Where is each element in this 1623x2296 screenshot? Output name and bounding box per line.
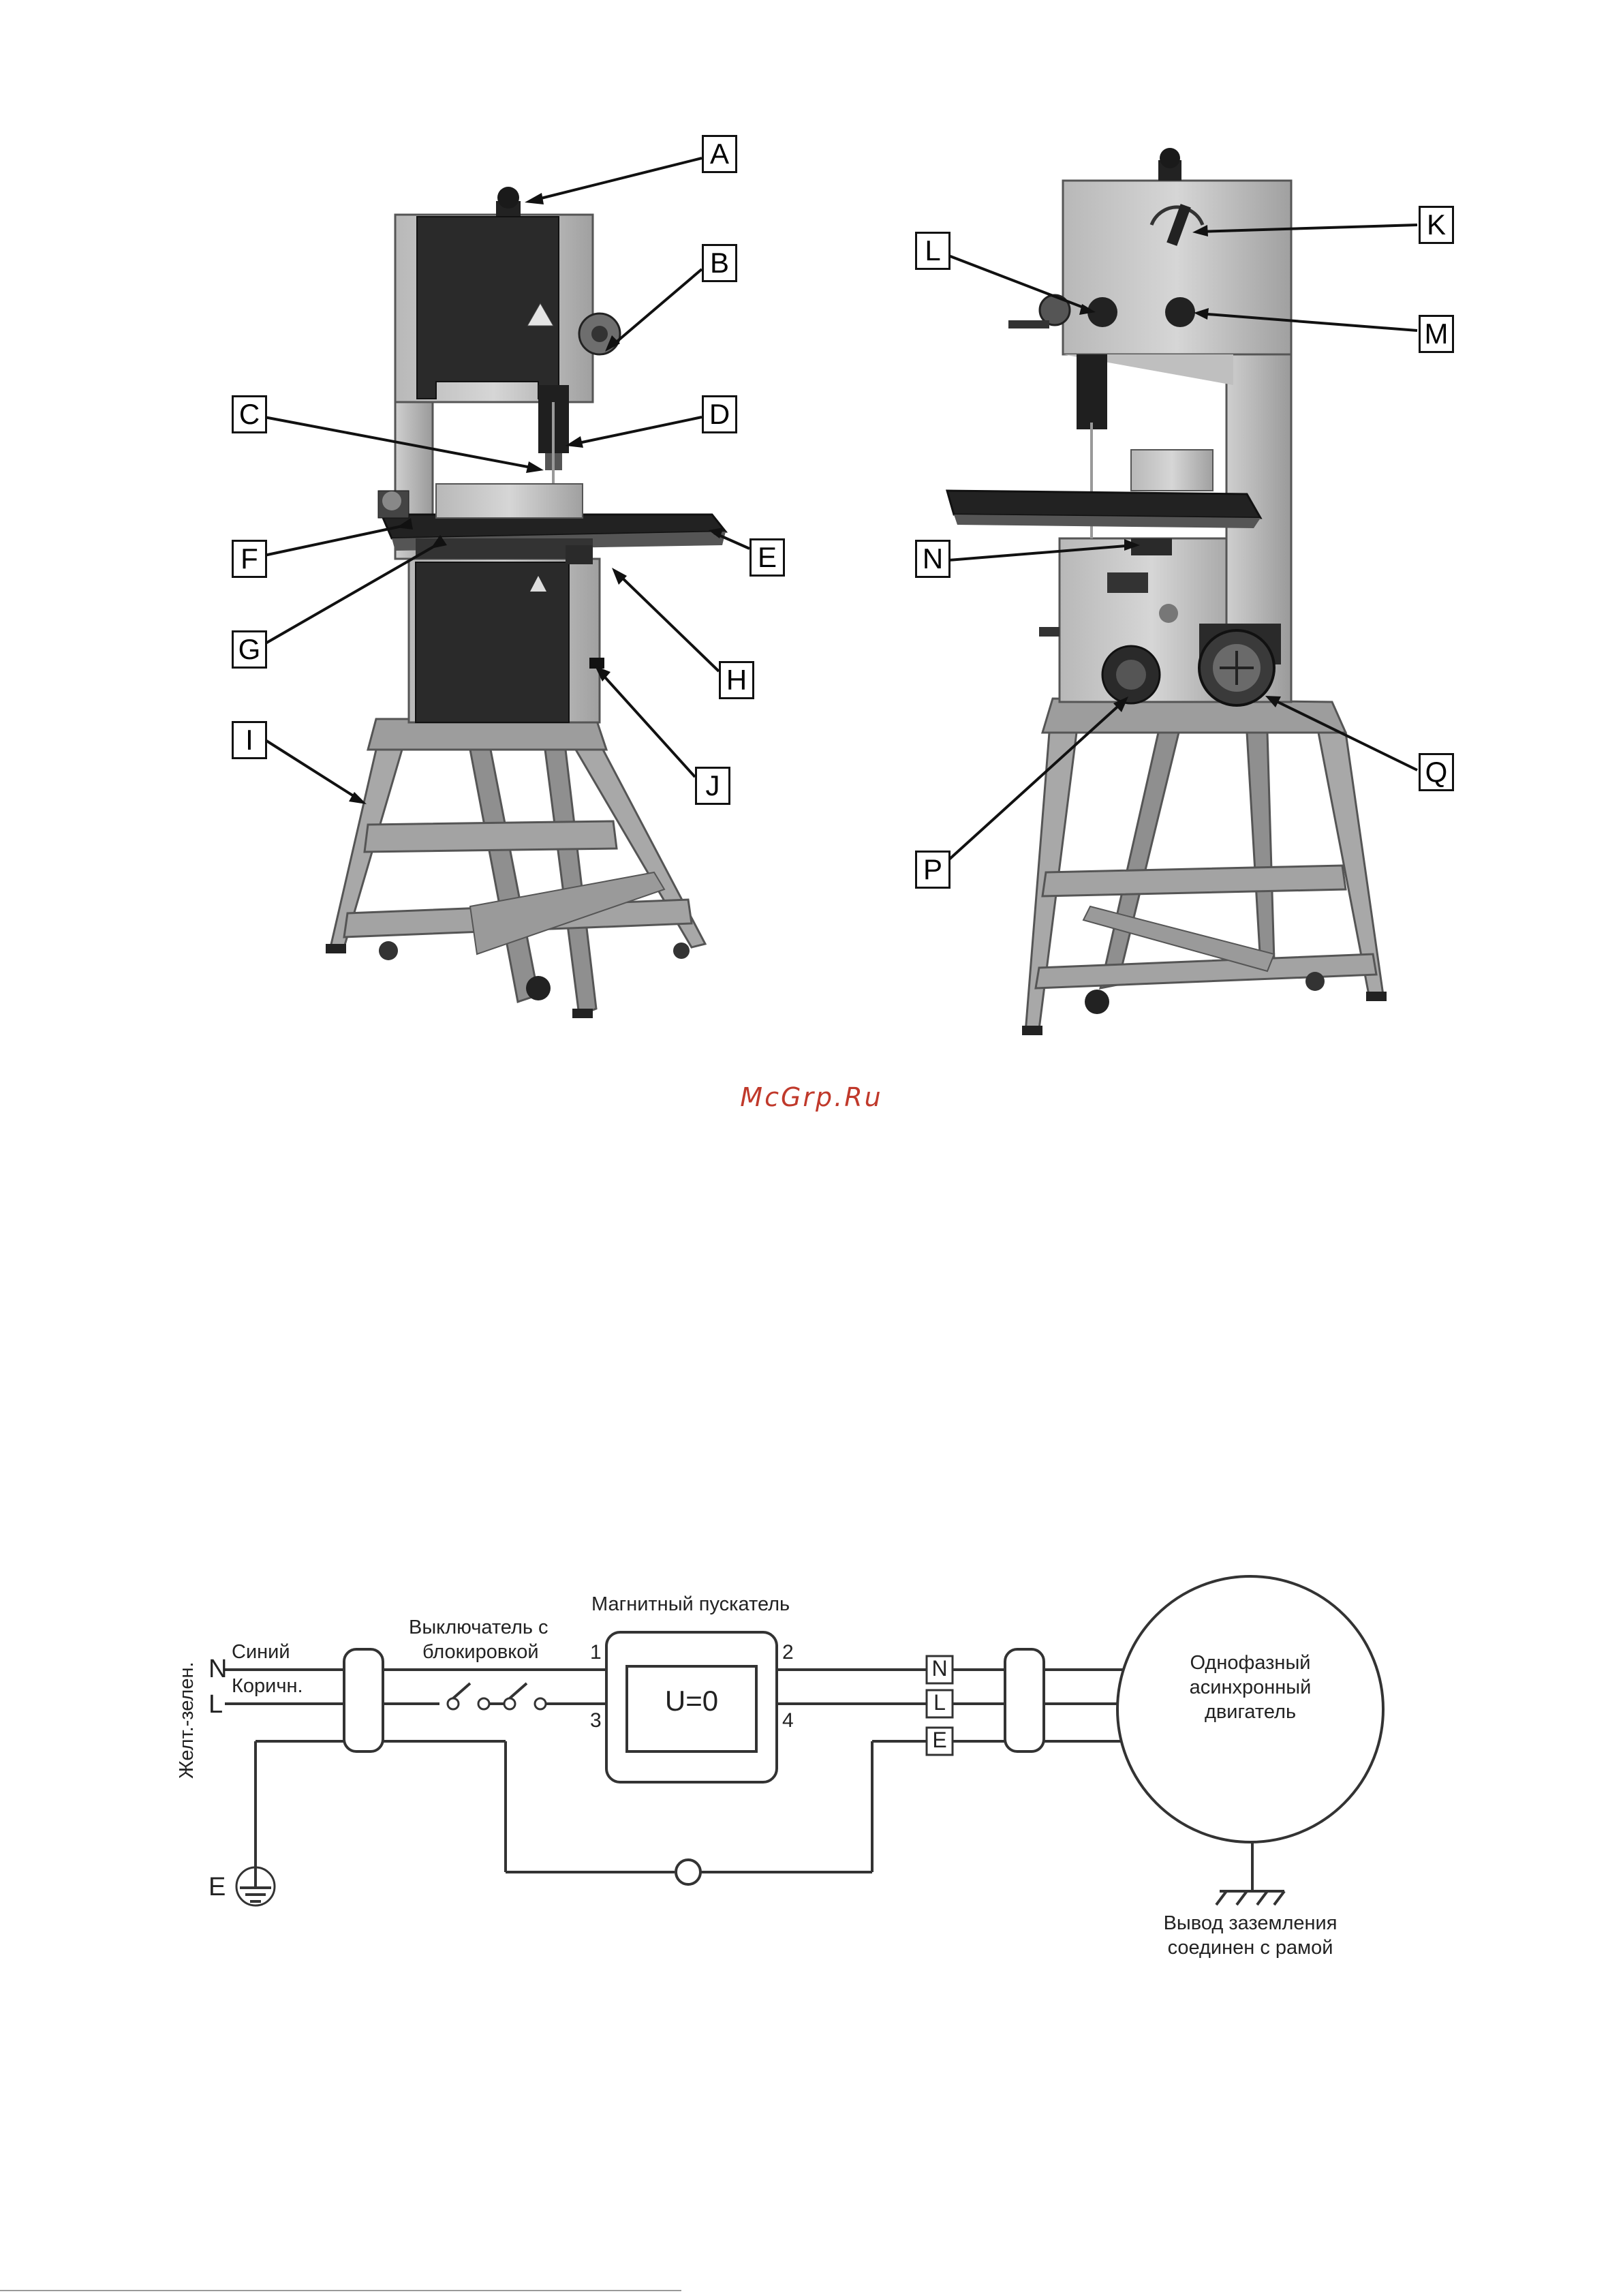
starter-display: U=0	[627, 1685, 756, 1717]
wire-n-color: Синий	[232, 1641, 290, 1664]
terminal-1: 1	[590, 1641, 602, 1664]
callout-q: Q	[1419, 753, 1454, 791]
ground-note-line1: Вывод заземления	[1117, 1912, 1383, 1935]
callout-k: K	[1419, 206, 1454, 244]
callout-e-text: E	[758, 541, 777, 573]
callout-a-text: A	[710, 138, 729, 170]
watermark-logo: McGrp.Ru	[0, 1082, 1623, 1112]
callout-a: A	[702, 135, 737, 173]
wire-e-letter: E	[208, 1873, 226, 1902]
switch-label-line1: Выключатель с	[409, 1617, 548, 1639]
callout-n-text: N	[923, 542, 943, 575]
terminal-4: 4	[782, 1709, 794, 1732]
callout-i-text: I	[245, 724, 253, 756]
callout-e: E	[749, 538, 785, 577]
callout-f-text: F	[241, 542, 258, 575]
callout-b-text: B	[710, 247, 729, 279]
callout-n: N	[915, 540, 950, 578]
callout-q-text: Q	[1425, 756, 1448, 788]
motor-label-line2: асинхронный	[1117, 1677, 1383, 1699]
motor-terminal-e: E	[927, 1728, 953, 1753]
callout-l-text: L	[925, 234, 940, 266]
motor-terminal-n: N	[927, 1656, 953, 1681]
motor-label-line1: Однофазный	[1117, 1652, 1383, 1674]
band-saw-figure	[0, 0, 1623, 1063]
wire-l-letter: L	[208, 1690, 223, 1719]
callout-j-text: J	[706, 769, 720, 801]
callout-i: I	[232, 721, 267, 759]
callout-b: B	[702, 244, 737, 282]
callout-c-text: C	[239, 398, 260, 430]
callout-j: J	[695, 767, 730, 805]
wire-n-letter: N	[208, 1655, 227, 1684]
band-saw-front-view	[326, 187, 726, 1018]
motor-label-line3: двигатель	[1117, 1701, 1383, 1724]
terminal-3: 3	[590, 1709, 602, 1732]
callout-f: F	[232, 540, 267, 578]
callout-g: G	[232, 630, 267, 669]
switch-label-line2: блокировкой	[422, 1641, 539, 1664]
starter-title: Магнитный пускатель	[591, 1593, 790, 1616]
callout-l: L	[915, 232, 950, 270]
callout-h-text: H	[726, 664, 747, 696]
terminal-2: 2	[782, 1641, 794, 1664]
motor-terminal-l: L	[927, 1690, 953, 1715]
callout-d-text: D	[709, 398, 730, 430]
callout-m: M	[1419, 315, 1454, 353]
callout-m-text: M	[1425, 318, 1449, 350]
callout-g-text: G	[238, 633, 261, 665]
callout-h: H	[719, 661, 754, 699]
wire-e-color: Желт.-зелен.	[176, 1602, 198, 1779]
callout-p-text: P	[923, 853, 942, 885]
ground-note-line2: соединен с рамой	[1117, 1937, 1383, 1959]
callout-d: D	[702, 395, 737, 433]
bottom-border-line	[0, 2290, 681, 2291]
callout-p: P	[915, 851, 950, 889]
callout-k-text: K	[1427, 209, 1446, 241]
wire-l-color: Коричн.	[232, 1675, 303, 1698]
callout-c: C	[232, 395, 267, 433]
